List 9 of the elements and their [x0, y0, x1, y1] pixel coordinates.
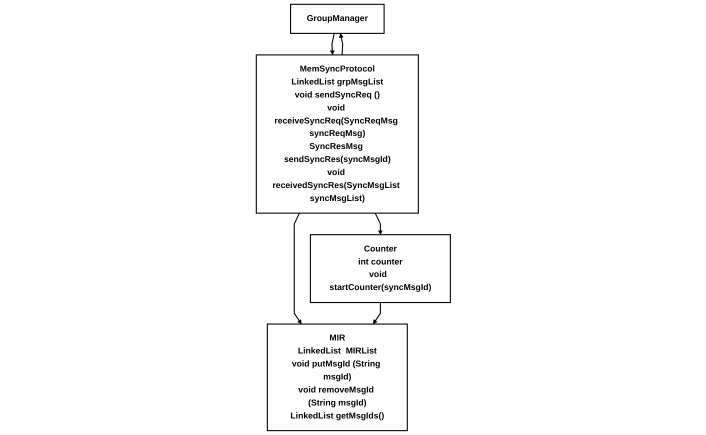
node-box — [290, 4, 384, 34]
node-box — [255, 54, 419, 214]
arrow — [374, 212, 382, 235]
node-box — [310, 234, 451, 304]
arrow — [372, 302, 381, 324]
arrow — [338, 33, 344, 55]
arrow — [293, 212, 302, 324]
arrow — [330, 33, 334, 56]
node-box — [266, 324, 408, 432]
